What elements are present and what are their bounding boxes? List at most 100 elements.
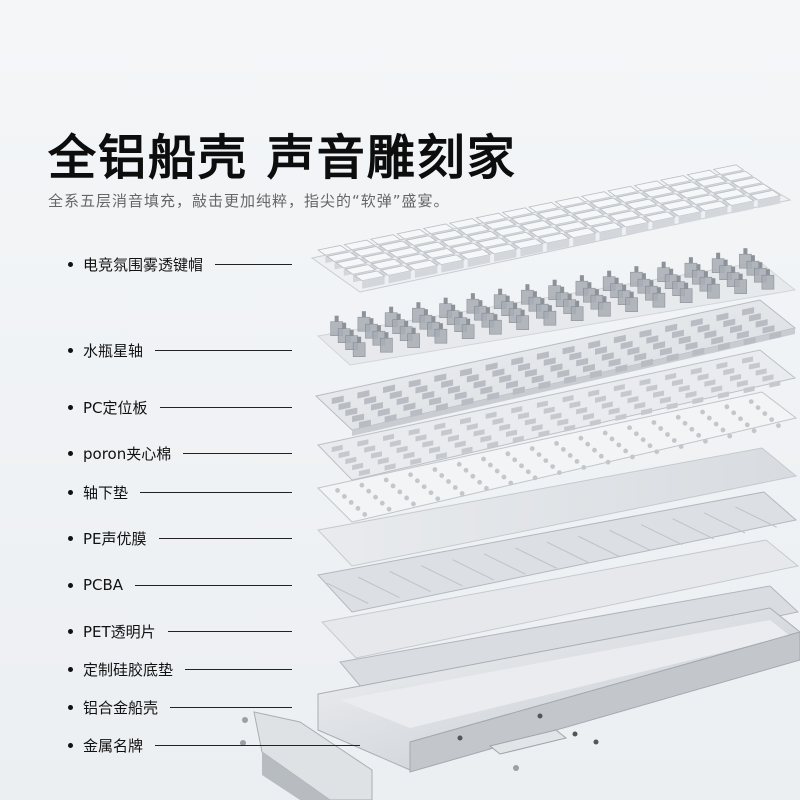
plate-hole [730,324,743,334]
switch-stem [423,309,428,316]
foam-hole [557,418,569,426]
foam-hole [562,395,574,403]
plate-hole [665,323,678,333]
plate-hole [613,334,626,344]
switch-stem [579,275,584,282]
foam-hole [634,401,646,410]
plate-hole [717,342,730,351]
pad-dot [605,459,611,465]
switch-stem [602,296,607,303]
foam-hole [403,451,415,460]
plate-hole [711,336,724,345]
pad-dot [682,420,688,426]
switch-stem [758,262,763,269]
foam-hole [538,430,550,438]
pcb-trace [452,559,494,581]
pad-dot [654,449,660,455]
keycap-side [467,254,491,268]
metal-nameplate-layer [240,711,568,800]
pad-dot [751,428,757,434]
foam-hole [742,356,754,364]
pad-dot [598,453,604,459]
foam-hole [690,367,702,375]
layer-label-text: 水瓶星轴 [83,341,144,360]
plate-hole [487,391,500,401]
pad-dot [647,443,653,449]
keycap-side [678,211,702,225]
pcb-trace [358,576,400,598]
pad-dot [532,475,538,481]
pad-dot [689,426,695,432]
foam-hole [711,385,723,393]
switch-stem [520,309,525,316]
pad-dot [609,436,615,442]
keycap-side [362,276,385,289]
layer-label-text: 轴下垫 [83,483,129,502]
foam-hole [338,450,350,459]
pad-dot [439,473,445,478]
foam-hole [511,406,523,414]
pad-dot [421,484,427,490]
plate-hole [659,347,672,356]
pcba-layer [317,491,798,613]
foam-hole [531,424,543,432]
foam-hole [543,406,555,414]
layer-label-3: PC定位板 [68,396,292,418]
switch-stem [431,316,436,323]
pad-dot [665,432,670,437]
foam-hole [716,361,728,370]
plate-hole [338,401,351,411]
layer-label-text: PCBA [83,576,124,594]
pad-dot [703,438,708,444]
pad-dot [700,409,705,415]
switch-stem [676,275,681,282]
leader-line [185,668,292,670]
foam-hole [512,435,524,443]
plate-hole [550,363,563,372]
pad-dot [481,456,486,462]
foam-hole [697,373,709,381]
pad-dot [487,462,493,468]
pad-dot [362,511,368,517]
plate-hole [692,347,705,357]
plate-hole [762,325,775,334]
plate-hole [755,319,768,328]
foam-hole [370,451,382,459]
leader-line [170,706,292,708]
pad-dot [640,437,646,443]
switch-stem [458,311,463,318]
plate-hole [410,408,423,418]
plate-hole [690,318,703,327]
pad-dot [366,488,372,494]
pad-dot [512,457,518,463]
pad-dot [713,421,719,427]
keycap-side [546,238,570,252]
foam-hole [659,396,671,404]
pad-dot [769,417,775,423]
pad-dot [446,479,451,484]
plate-hole [506,380,519,389]
pad-dot [696,432,702,438]
switch-stem [649,280,654,287]
switch-stem [349,329,354,336]
layer-label-4: poron夹心棉 [68,442,292,464]
foam-hole [627,395,639,404]
plate-hole [557,369,570,378]
foam-hole [408,428,420,436]
plate-hole [352,413,365,423]
foam-hole [536,400,548,408]
switch-stem [696,264,701,271]
layer-label-2: 水瓶星轴 [68,339,292,361]
switch-stem [750,255,755,262]
plate-hole [704,330,717,339]
switch-stem [723,259,728,266]
layer-label-text: 铝合金船壳 [83,698,159,717]
pcb-trace [609,529,652,552]
pad-dot [494,468,500,474]
pad-dot [508,480,514,486]
pad-dot [505,451,511,457]
foam-hole [454,440,466,449]
pad-dot [658,426,664,431]
